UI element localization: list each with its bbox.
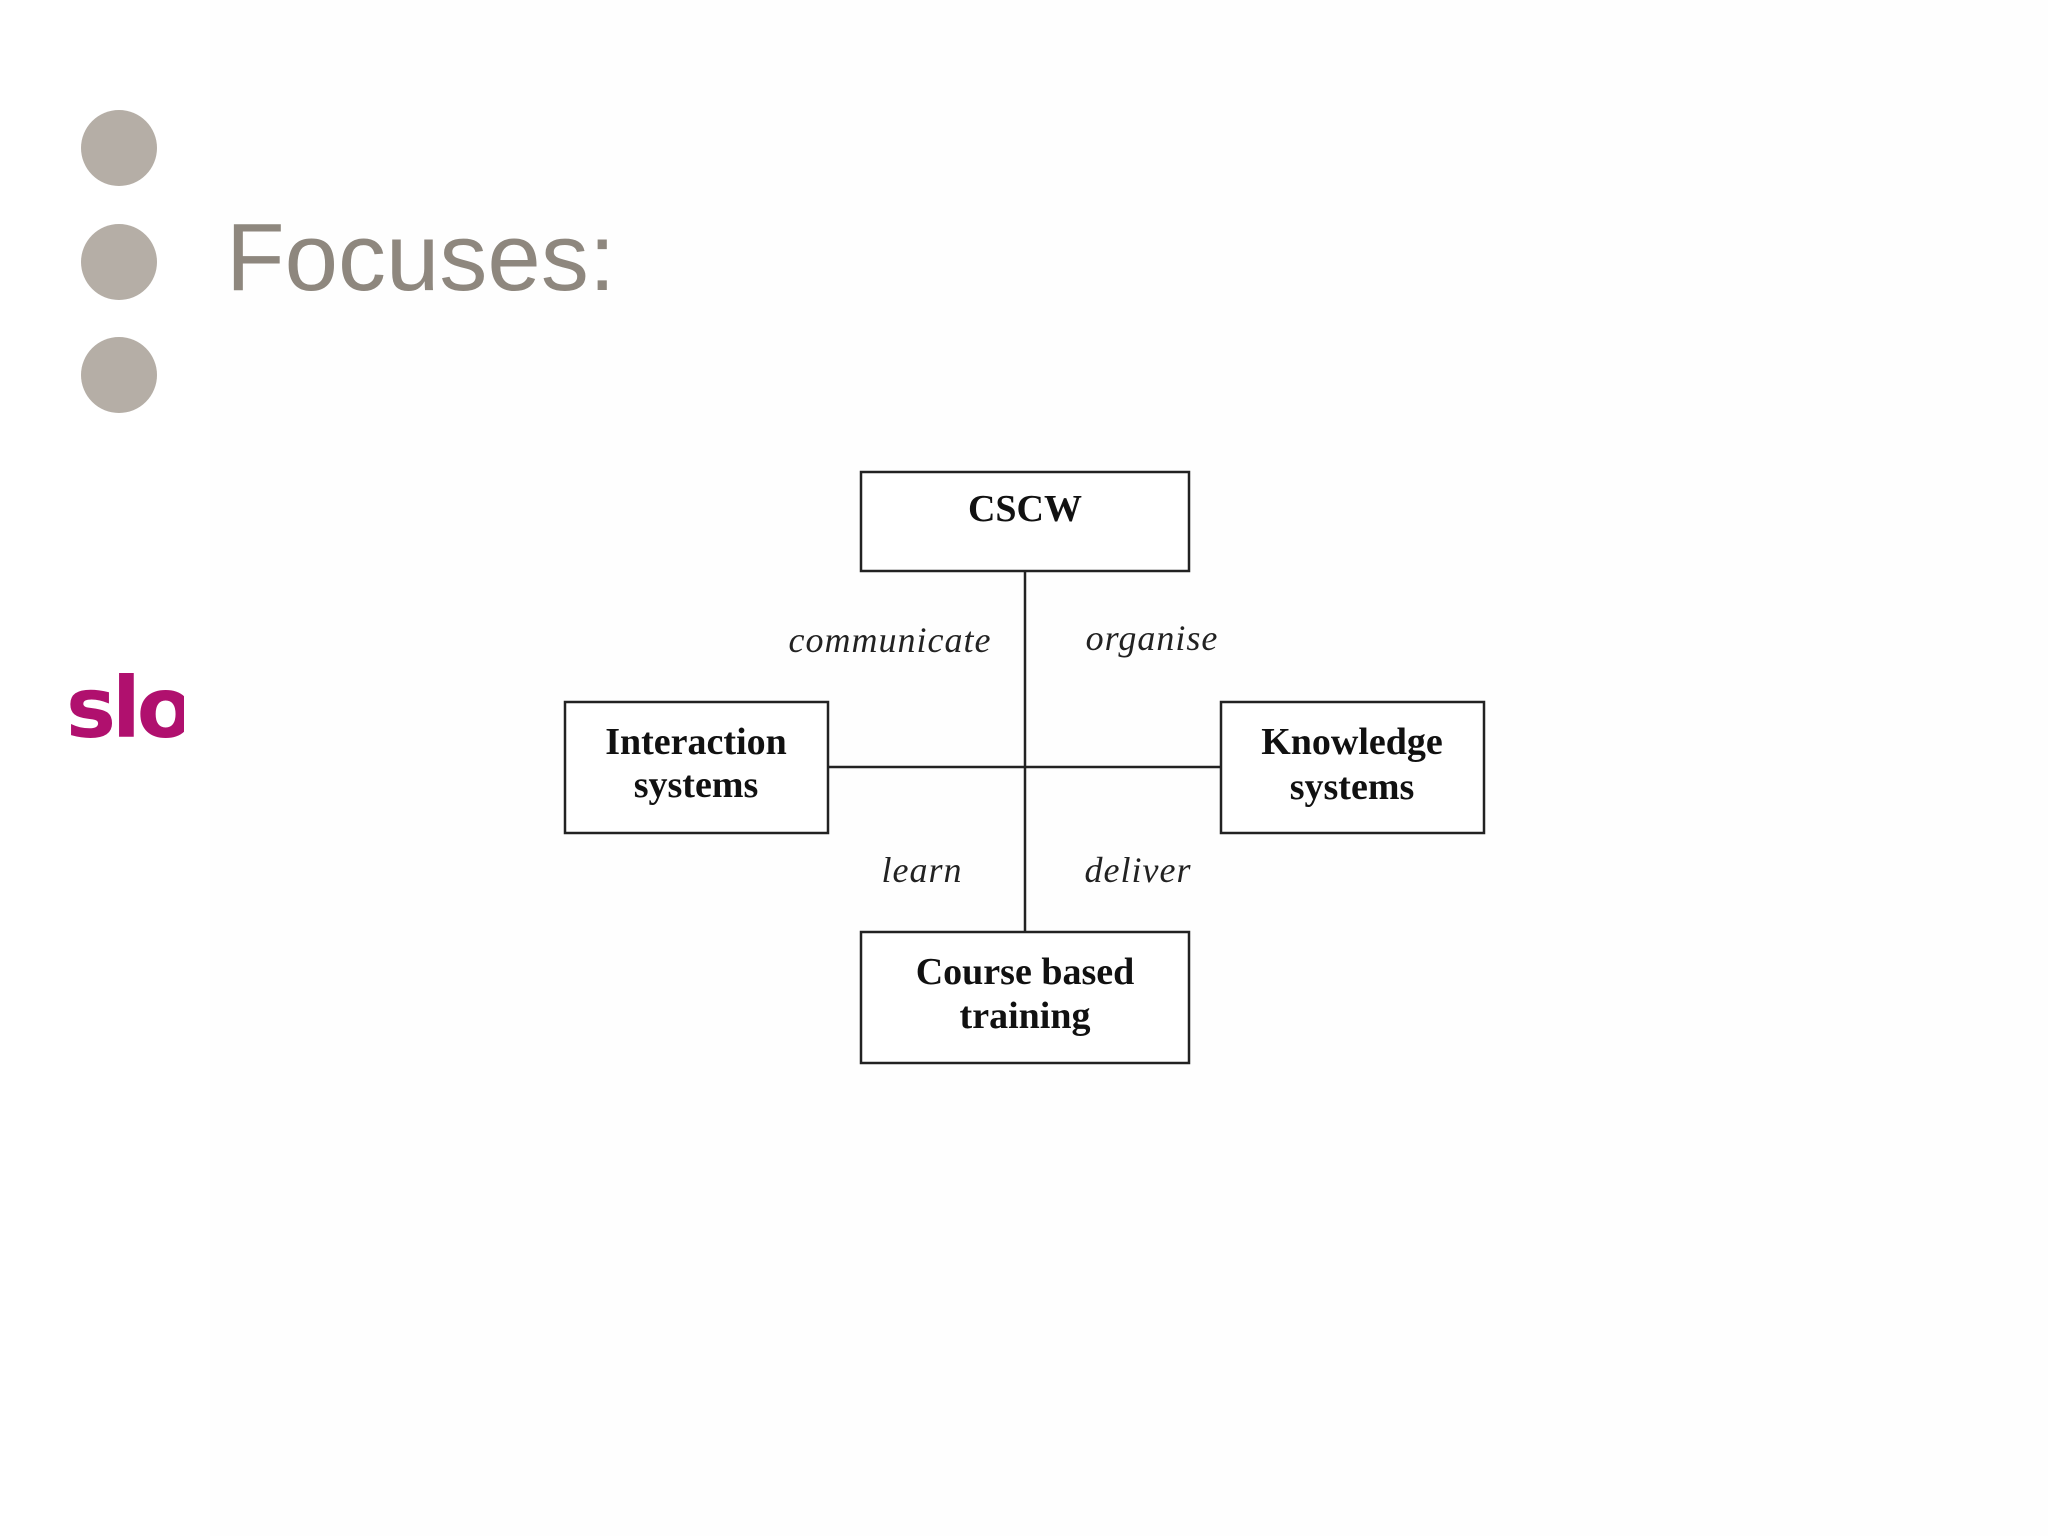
bullet-dot-icon [81,110,157,186]
bullet-dot-icon [81,224,157,300]
edge-label-deliver: deliver [1085,850,1192,890]
node-label-cscw: CSCW [968,488,1082,530]
slo-logo: slo [66,659,184,751]
node-box-interaction-systems [563,700,830,835]
node-label-knowledge-line2: systems [1290,766,1415,808]
node-box-knowledge-systems [1219,700,1486,835]
edge-label-organise: organise [1086,618,1219,658]
node-label-interaction: Interaction [605,721,787,763]
node-box-cscw [859,470,1191,573]
node-box-course-based-training [859,930,1191,1065]
node-label-course: Course based [916,951,1135,993]
node-label-course-line2: training [960,995,1091,1037]
logo-text: slo [66,659,184,751]
edge-label-learn: learn [882,850,963,890]
edge-label-communicate: communicate [789,620,992,660]
bullet-dot-icon [81,337,157,413]
node-label-knowledge: Knowledge [1261,721,1443,763]
slide-title: Focuses: [226,204,616,311]
node-label-interaction-line2: systems [634,764,759,806]
